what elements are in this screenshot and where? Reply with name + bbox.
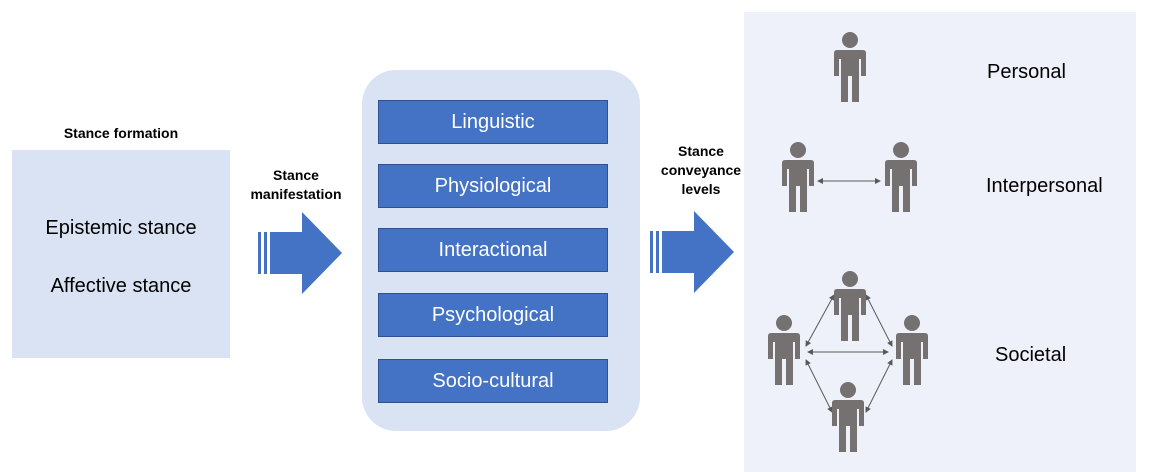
double-arrow-icon <box>805 294 835 347</box>
channel-linguistic: Linguistic <box>378 100 608 144</box>
person-icon <box>896 315 928 385</box>
person-icon <box>834 271 866 341</box>
affective-stance-label: Affective stance <box>50 275 192 297</box>
channel-interactional: Interactional <box>378 228 608 272</box>
channel-socio-cultural: Socio-cultural <box>378 359 608 403</box>
double-arrow-icon <box>805 359 833 413</box>
person-icon <box>768 315 800 385</box>
level-interpersonal-label: Interpersonal <box>986 175 1103 197</box>
channel-psychological: Psychological <box>378 293 608 337</box>
block-arrow-icon <box>650 211 734 293</box>
stance-conveyance-title: Stance conveyance levels <box>660 143 742 197</box>
double-arrow-icon <box>865 359 893 413</box>
person-icon <box>782 142 814 212</box>
stance-manifestation-title: Stance manifestation <box>250 167 342 202</box>
epistemic-stance-label: Epistemic stance <box>45 217 197 239</box>
person-icon <box>885 142 917 212</box>
double-arrow-icon <box>865 294 893 347</box>
stance-formation-box: Epistemic stance Affective stance <box>12 150 230 358</box>
channels-panel: Linguistic Physiological Interactional P… <box>362 70 640 431</box>
level-societal-label: Societal <box>995 344 1067 366</box>
level-personal-label: Personal <box>987 61 1066 83</box>
block-arrow-icon <box>258 212 342 294</box>
stance-formation-title: Stance formation <box>63 125 179 141</box>
person-icon <box>834 32 866 102</box>
channel-physiological: Physiological <box>378 164 608 208</box>
person-icon <box>832 382 864 452</box>
